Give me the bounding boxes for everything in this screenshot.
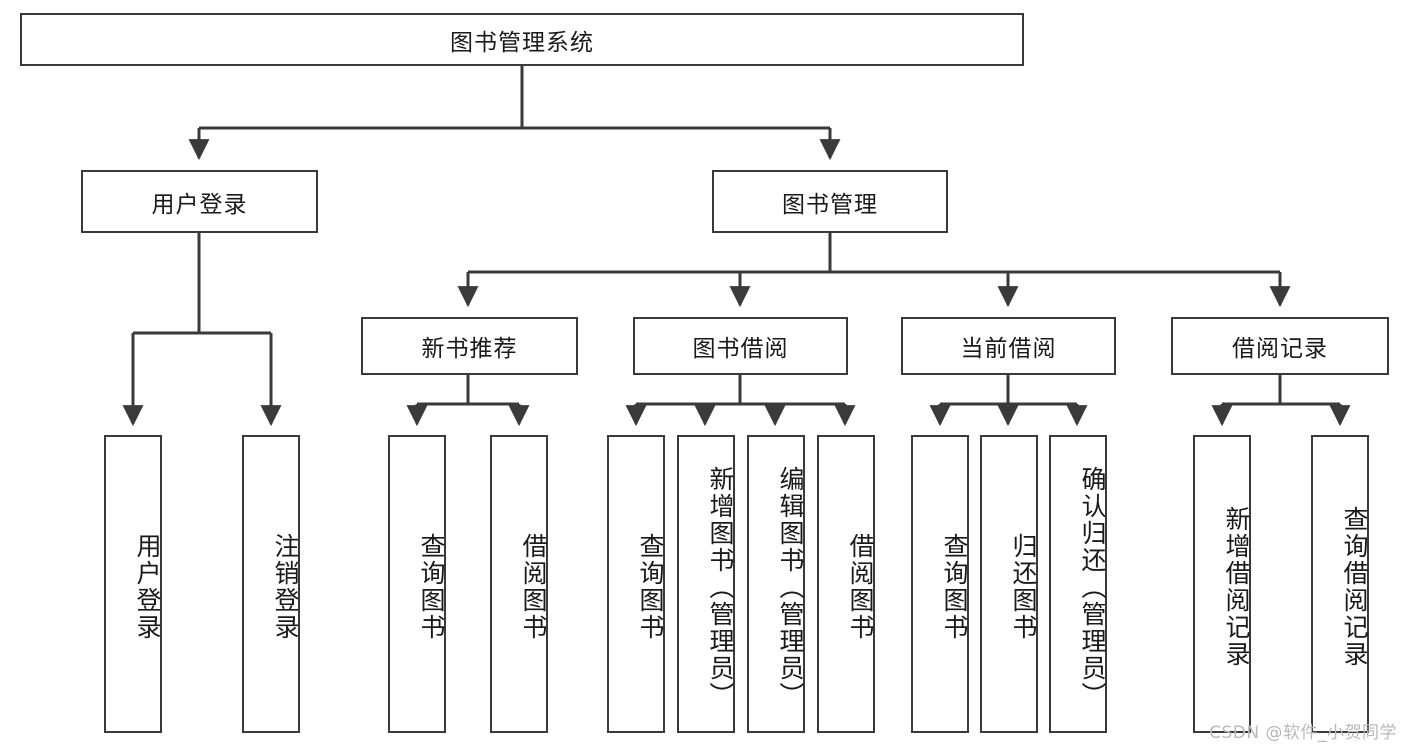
leaf-user-login[interactable]: 用户登录 [104,435,162,733]
leaf-borrow-add-book-admin[interactable]: 新增图书（管理员） [677,435,735,733]
node-label: 查询图书 [940,533,969,641]
node-borrow-record[interactable]: 借阅记录 [1171,317,1389,375]
leaf-current-return-book[interactable]: 归还图书 [980,435,1038,733]
node-label: 图书管理 [782,191,878,218]
node-label: 当前借阅 [960,336,1057,362]
leaf-borrow-edit-book-admin[interactable]: 编辑图书（管理员） [747,435,805,733]
leaf-recommend-borrow-book[interactable]: 借阅图书 [490,435,548,733]
leaf-borrow-query-book[interactable]: 查询图书 [607,435,665,733]
node-label: 用户登录 [151,191,248,218]
leaf-borrow-borrow-book[interactable]: 借阅图书 [817,435,875,733]
node-label: 借阅记录 [1232,336,1328,362]
leaf-record-query-borrow-record[interactable]: 查询借阅记录 [1311,435,1369,733]
node-label: 用户登录 [133,533,162,641]
node-label: 借阅图书 [846,533,875,641]
node-label: 注销登录 [271,533,300,641]
leaf-record-add-borrow-record[interactable]: 新增借阅记录 [1193,435,1251,733]
node-label: 归还图书 [1009,533,1038,641]
node-label: 编辑图书（管理员） [776,465,805,709]
node-user-login[interactable]: 用户登录 [81,170,318,233]
leaf-recommend-query-book[interactable]: 查询图书 [388,435,446,733]
node-label: 查询图书 [636,533,665,641]
node-label: 图书借阅 [692,336,789,362]
node-label: 确认归还（管理员） [1078,465,1107,709]
node-root-system[interactable]: 图书管理系统 [20,13,1024,66]
node-label: 新书推荐 [421,336,518,362]
node-book-management[interactable]: 图书管理 [712,170,948,233]
node-label: 借阅图书 [519,533,548,641]
node-book-borrow[interactable]: 图书借阅 [633,317,848,375]
leaf-logout-login[interactable]: 注销登录 [242,435,300,733]
leaf-current-confirm-return-admin[interactable]: 确认归还（管理员） [1049,435,1107,733]
watermark-text: CSDN @软件_小贺同学 [1209,723,1397,743]
node-label: 新增图书（管理员） [706,465,735,709]
leaf-current-query-book[interactable]: 查询图书 [911,435,969,733]
node-label: 查询借阅记录 [1340,506,1369,668]
node-new-book-recommend[interactable]: 新书推荐 [361,317,578,375]
node-current-borrow[interactable]: 当前借阅 [901,317,1116,375]
node-label: 查询图书 [417,533,446,641]
node-label: 图书管理系统 [450,29,594,56]
node-label: 新增借阅记录 [1222,506,1251,668]
